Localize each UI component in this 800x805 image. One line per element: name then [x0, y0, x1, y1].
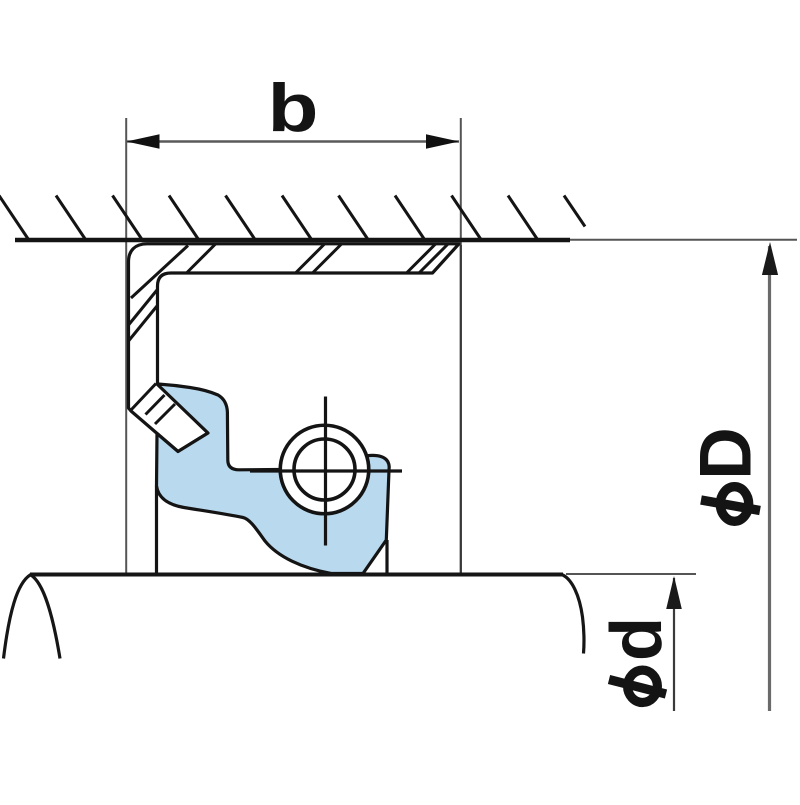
svg-text:b: b	[268, 70, 319, 146]
svg-text:D: D	[686, 427, 767, 480]
svg-text:d: d	[596, 617, 677, 661]
